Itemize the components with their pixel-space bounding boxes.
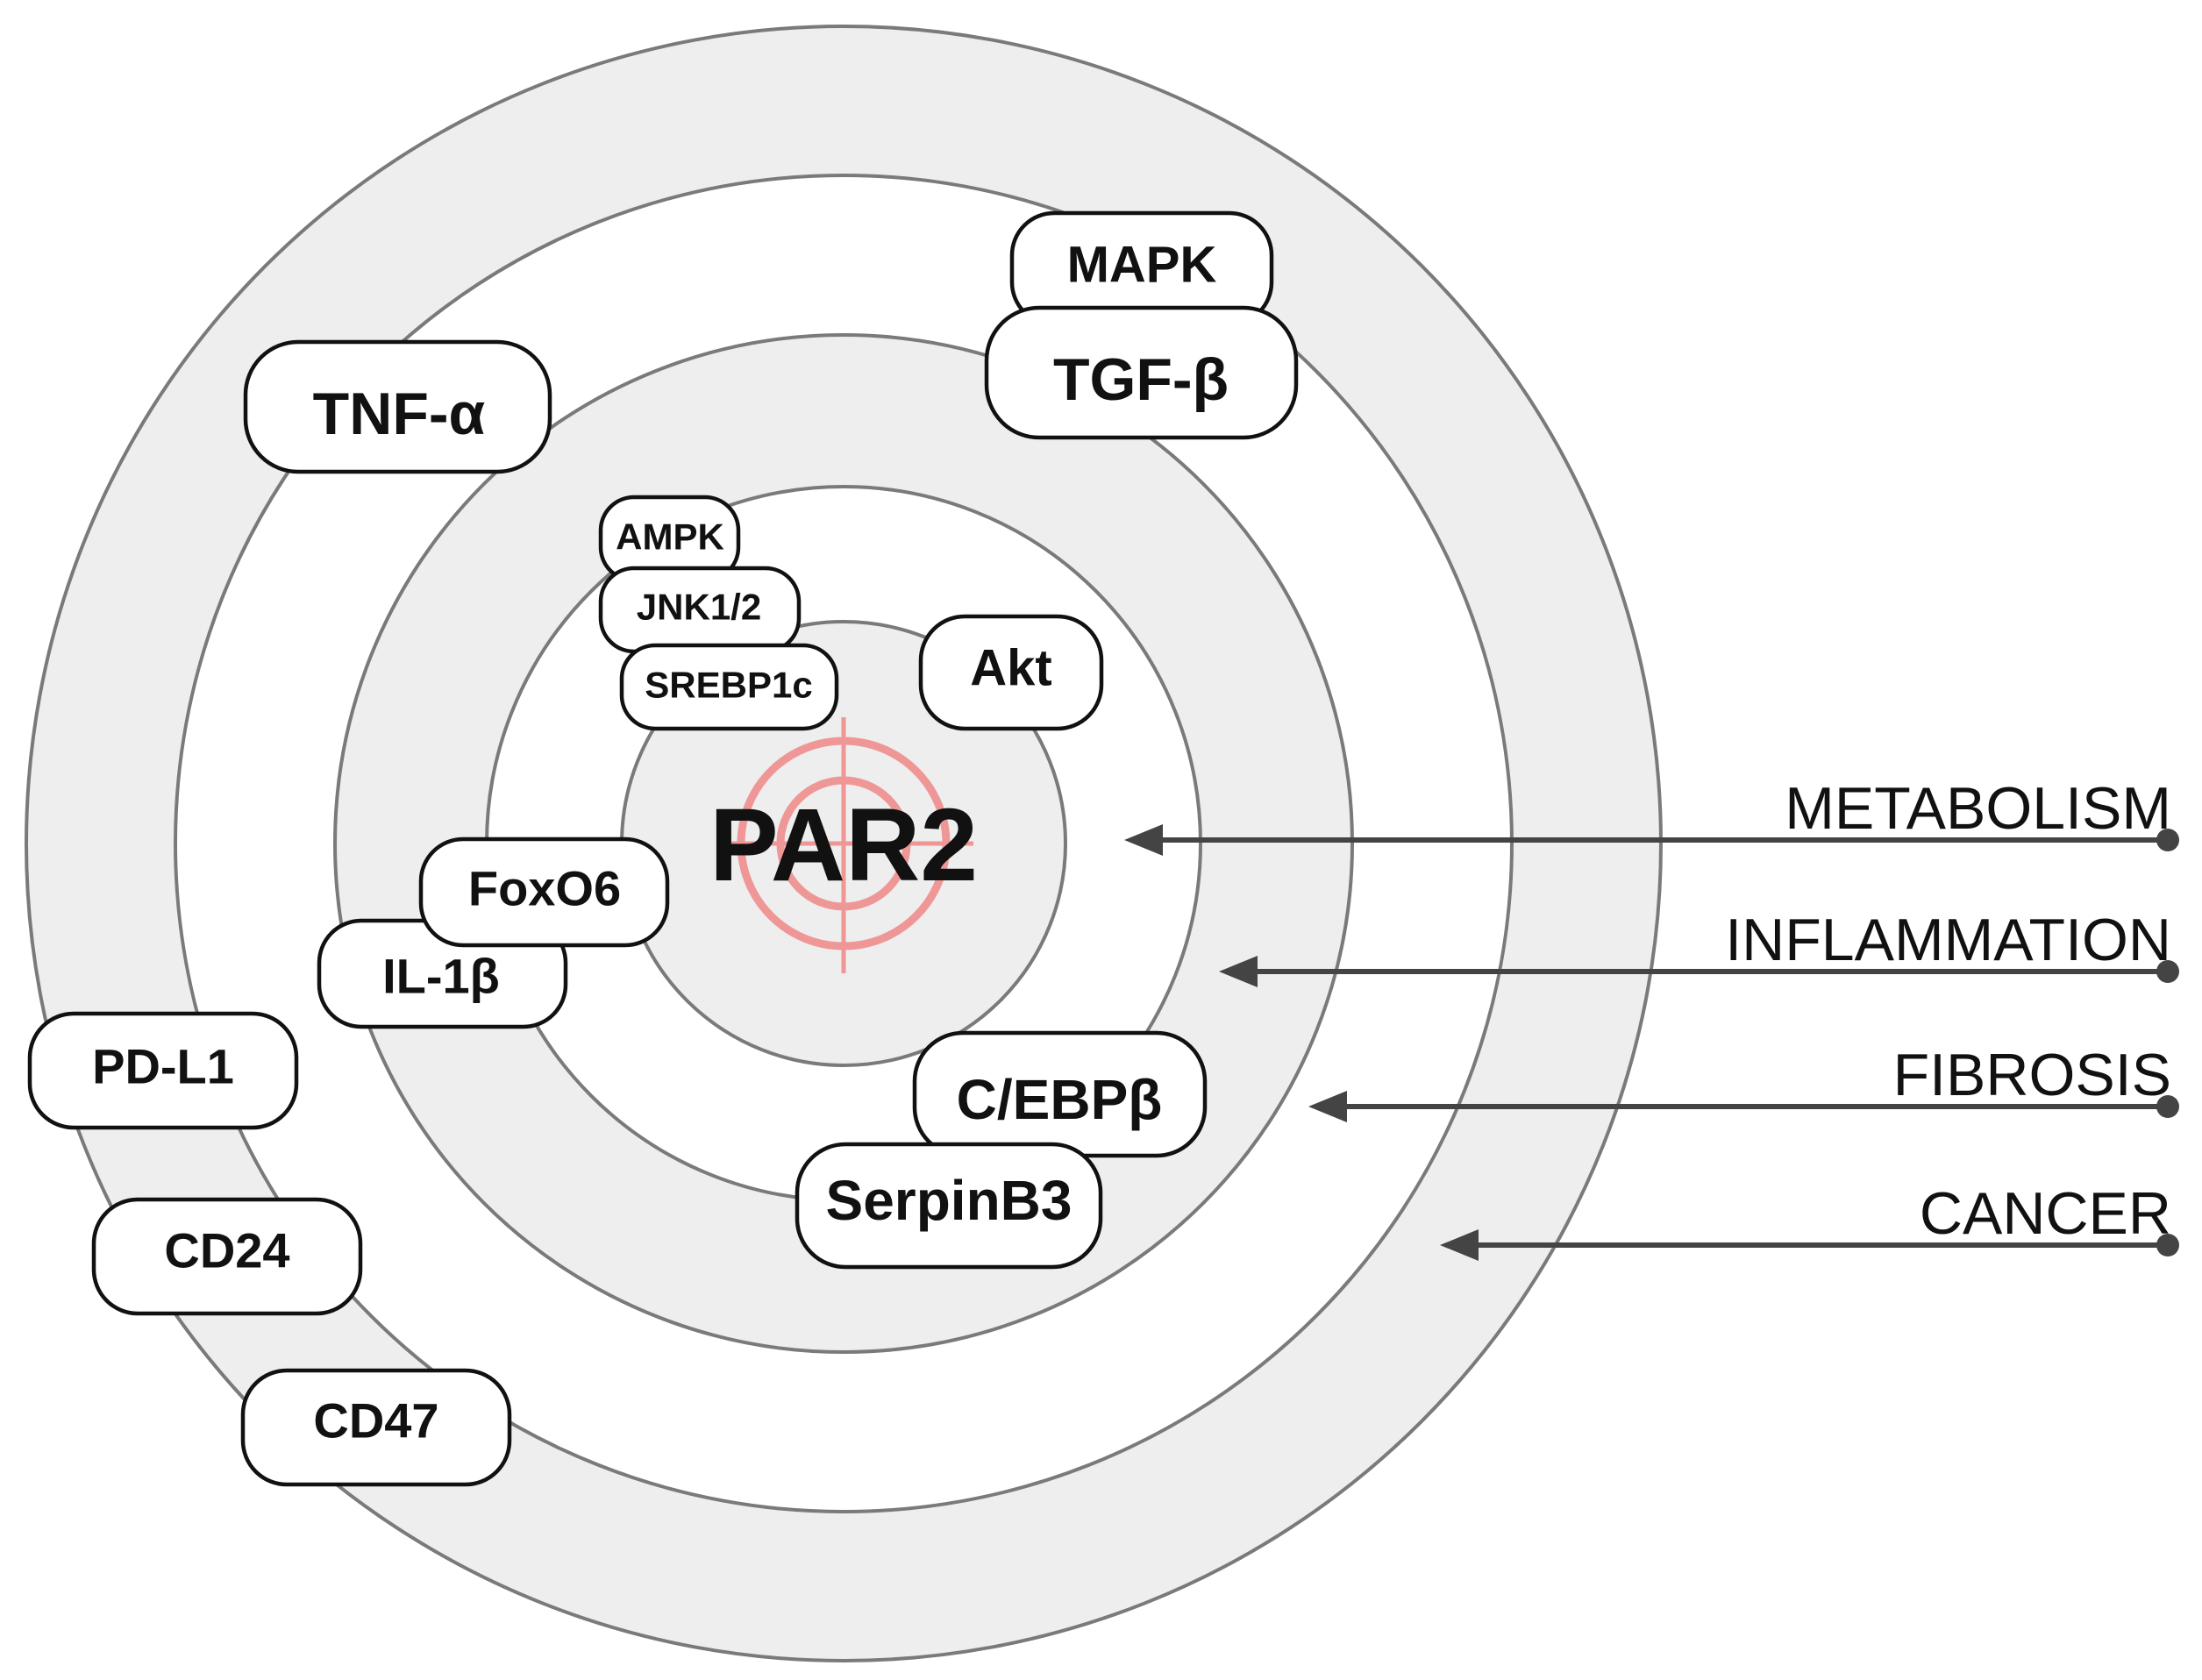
node-label: AMPK [616,516,724,558]
arrow-dot-icon [2156,960,2179,983]
node-tgf-beta: TGF-β [984,305,1299,440]
arrow-head-icon [1440,1229,1479,1261]
node-tnf-alpha: TNF-α [243,339,552,474]
node-cd24: CD24 [91,1197,363,1316]
layer-label: METABOLISM [1785,775,2171,842]
layer-arrows: METABOLISM INFLAMMATION FIBROSIS CANCER [1124,775,2179,1261]
arrow-head-icon [1124,824,1163,856]
node-cd47: CD47 [240,1368,512,1487]
layer-arrow-inflammation: INFLAMMATION [1219,907,2179,987]
arrow-dot-icon [2156,829,2179,851]
node-jnk1-2: JNK1/2 [598,566,802,654]
node-serpinb3: SerpinB3 [795,1142,1103,1270]
node-label: PD-L1 [92,1039,234,1094]
node-label: CD47 [313,1393,438,1449]
arrow-dot-icon [2156,1234,2179,1256]
node-label: Akt [970,640,1051,697]
node-label: TGF-β [1053,346,1229,413]
node-label: SerpinB3 [826,1169,1072,1232]
crosshair-target-icon [717,717,973,973]
layer-arrow-fibrosis: FIBROSIS [1308,1042,2179,1122]
layer-label: INFLAMMATION [1725,907,2171,973]
node-srebp1c: SREBP1c [619,643,839,731]
center-target: PAR2 [709,717,978,973]
node-akt: Akt [918,614,1104,731]
node-foxo6: FoxO6 [418,836,670,948]
arrow-head-icon [1219,956,1258,987]
node-ampk: AMPK [598,495,741,583]
node-pd-l1: PD-L1 [27,1011,299,1130]
layer-arrow-metabolism: METABOLISM [1124,775,2179,856]
center-label: PAR2 [709,787,978,903]
node-label: CD24 [164,1223,289,1278]
node-label: SREBP1c [645,665,812,706]
node-label: JNK1/2 [637,587,761,628]
node-label: IL-1β [382,949,500,1004]
node-layer: MAPK TGF-β TNF-α AMPK JNK1/2 SREBP1c Akt [27,210,1299,1487]
arrow-dot-icon [2156,1095,2179,1118]
node-label: TNF-α [313,381,486,447]
layer-arrow-cancer: CANCER [1440,1180,2179,1261]
node-label: C/EBPβ [957,1068,1163,1131]
layer-label: FIBROSIS [1893,1042,2171,1108]
layer-label: CANCER [1920,1180,2171,1247]
node-c-ebp-beta: C/EBPβ [912,1030,1208,1158]
node-label: FoxO6 [468,861,621,916]
arrow-head-icon [1308,1091,1347,1122]
node-label: MAPK [1067,237,1217,294]
node-mapk: MAPK [1009,210,1274,327]
